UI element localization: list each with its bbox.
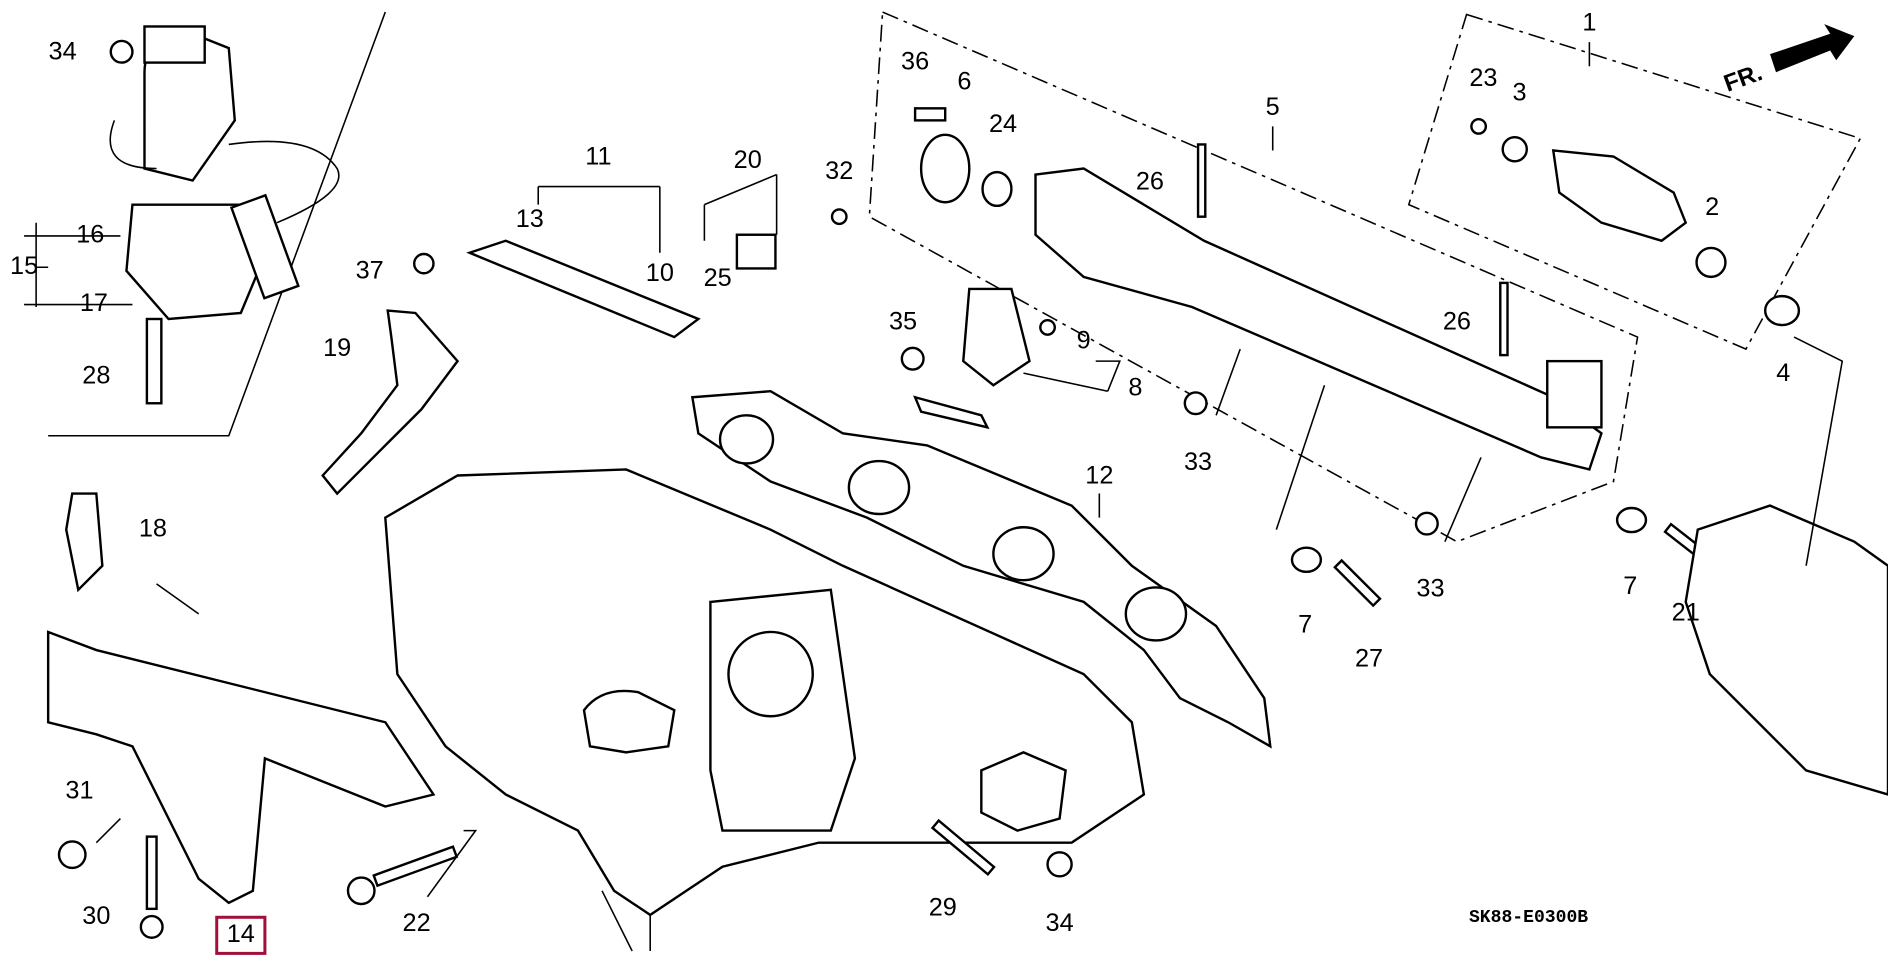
part-callout-11[interactable]: 11 bbox=[585, 142, 611, 170]
fuel-injector bbox=[1551, 149, 1688, 243]
part-callout-34[interactable]: 34 bbox=[1046, 909, 1074, 937]
part-drawings bbox=[24, 10, 1888, 955]
part-callout-7[interactable]: 7 bbox=[1298, 611, 1312, 639]
part-callout-20[interactable]: 20 bbox=[734, 146, 762, 174]
part-callout-6[interactable]: 6 bbox=[957, 68, 971, 96]
part-callout-35[interactable]: 35 bbox=[889, 307, 917, 335]
part-callout-33[interactable]: 33 bbox=[1184, 448, 1212, 476]
part-callout-8[interactable]: 8 bbox=[1128, 373, 1142, 401]
part-callout-13[interactable]: 13 bbox=[516, 205, 544, 233]
front-indicator: FR. bbox=[1720, 59, 1766, 98]
front-arrow-icon bbox=[1770, 24, 1855, 73]
part-callout-26[interactable]: 26 bbox=[1136, 168, 1164, 196]
part-callout-21[interactable]: 21 bbox=[1672, 599, 1700, 627]
part-callout-27[interactable]: 27 bbox=[1355, 644, 1383, 672]
part-callout-24[interactable]: 24 bbox=[989, 110, 1017, 138]
manifold-gasket bbox=[690, 389, 1272, 749]
part-callout-23[interactable]: 23 bbox=[1469, 64, 1497, 92]
part-callout-10[interactable]: 10 bbox=[646, 259, 674, 287]
drawing-code: SK88-E0300B bbox=[1469, 908, 1588, 928]
part-callout-15[interactable]: 15 bbox=[10, 252, 38, 280]
part-callout-2[interactable]: 2 bbox=[1705, 193, 1719, 221]
part-callout-9[interactable]: 9 bbox=[1077, 327, 1091, 355]
part-callout-3[interactable]: 3 bbox=[1513, 79, 1527, 107]
part-callout-17[interactable]: 17 bbox=[80, 289, 108, 317]
part-callout-16[interactable]: 16 bbox=[76, 221, 104, 249]
part-callout-30[interactable]: 30 bbox=[82, 902, 110, 930]
part-callout-33[interactable]: 33 bbox=[1416, 575, 1444, 603]
part-callout-37[interactable]: 37 bbox=[356, 257, 384, 285]
part-callout-26[interactable]: 26 bbox=[1443, 307, 1471, 335]
part-callout-1[interactable]: 1 bbox=[1582, 9, 1596, 37]
part-callout-7[interactable]: 7 bbox=[1623, 572, 1637, 600]
part-callout-28[interactable]: 28 bbox=[82, 361, 110, 389]
part-callout-32[interactable]: 32 bbox=[825, 157, 853, 185]
part-callout-5[interactable]: 5 bbox=[1266, 93, 1280, 121]
callout-labels: 3416151728371918131110202532366242653598… bbox=[10, 9, 1790, 948]
part-callout-14[interactable]: 14 bbox=[227, 920, 255, 948]
part-callout-29[interactable]: 29 bbox=[929, 894, 957, 922]
part-callout-19[interactable]: 19 bbox=[323, 334, 351, 362]
part-callout-25[interactable]: 25 bbox=[704, 264, 732, 292]
part-callout-18[interactable]: 18 bbox=[139, 514, 167, 542]
part-callout-34[interactable]: 34 bbox=[49, 38, 77, 66]
part-callout-4[interactable]: 4 bbox=[1776, 359, 1790, 387]
part-callout-22[interactable]: 22 bbox=[403, 909, 431, 937]
part-callout-12[interactable]: 12 bbox=[1085, 461, 1113, 489]
fuel-rail bbox=[1034, 167, 1603, 471]
part-callout-36[interactable]: 36 bbox=[901, 47, 929, 75]
highlight-box-14 bbox=[215, 915, 267, 955]
part-callout-31[interactable]: 31 bbox=[65, 777, 93, 805]
manifold-bracket bbox=[46, 630, 436, 905]
